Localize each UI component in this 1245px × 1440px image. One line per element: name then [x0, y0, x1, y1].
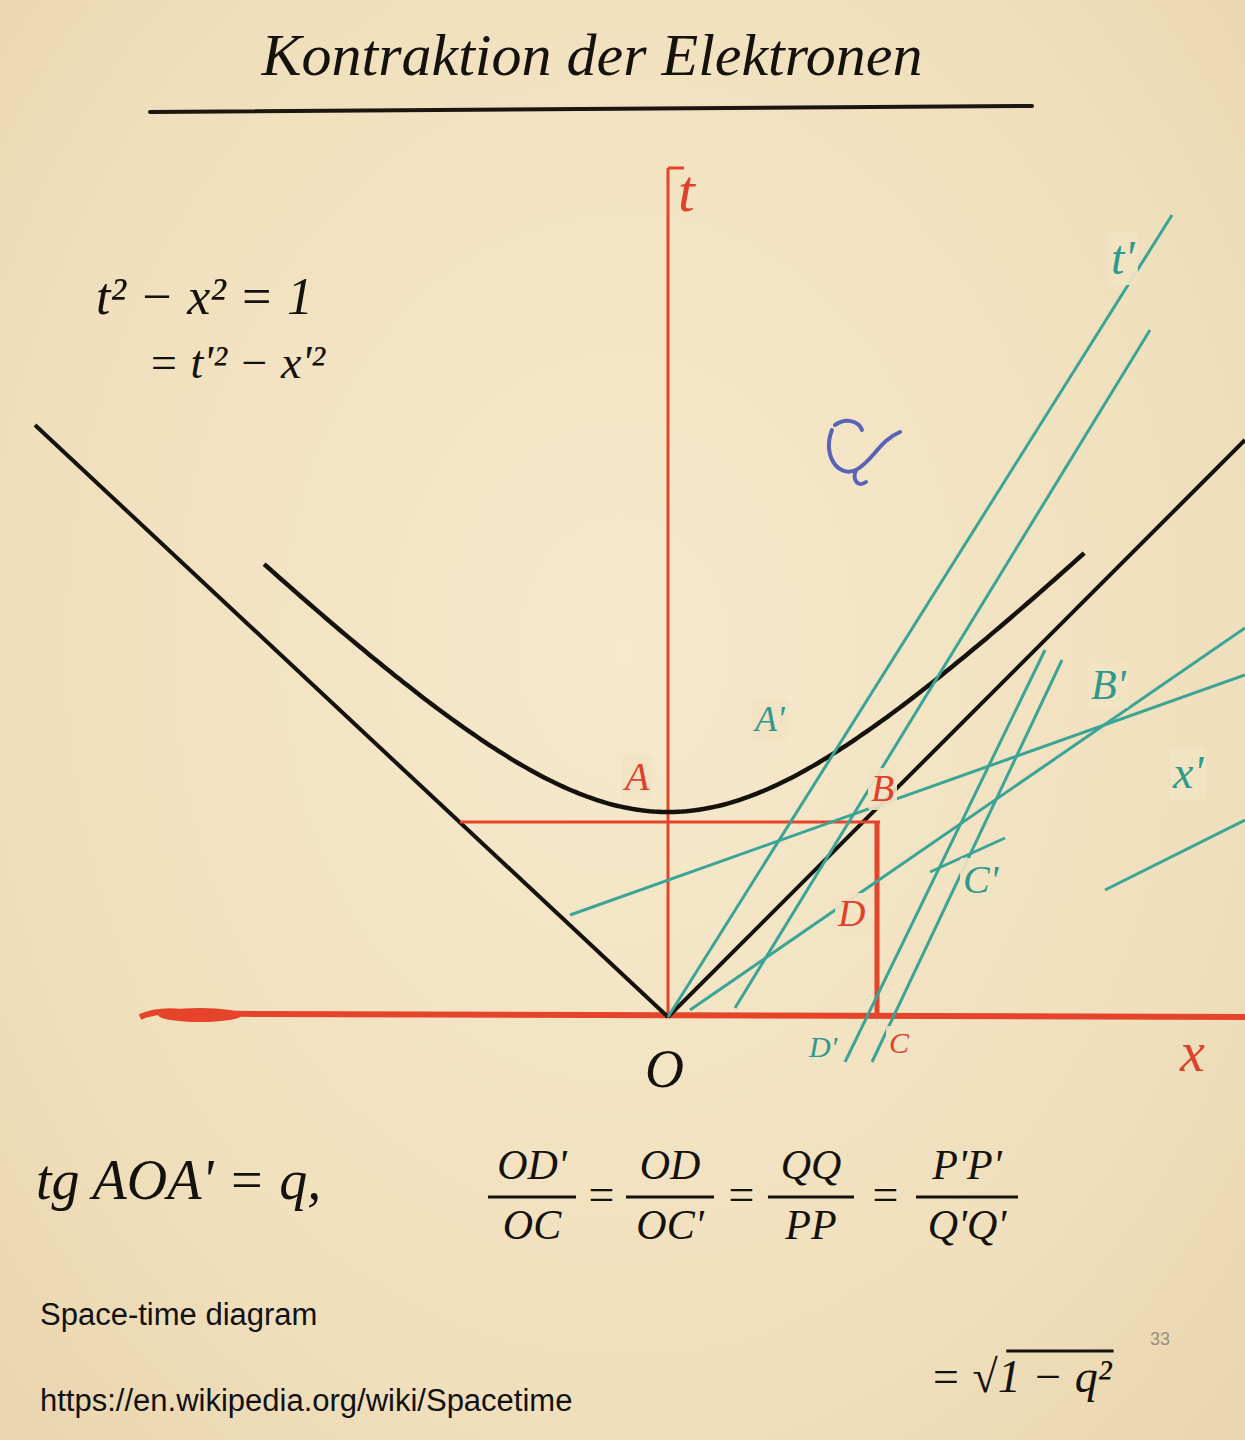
point-label: D [835, 893, 868, 935]
world-line [872, 660, 1062, 1062]
fraction-denominator: OC [503, 1202, 561, 1248]
point-label: D' [806, 1030, 840, 1063]
world-line [735, 330, 1150, 1008]
fraction-bar [626, 1196, 714, 1199]
point-label: C [886, 1026, 912, 1059]
formula: = √1 − q² [930, 1352, 1112, 1403]
construction-line [460, 821, 880, 824]
origin-label: O [645, 1040, 684, 1099]
construction-line [875, 822, 880, 1017]
point-label: B' [1088, 662, 1129, 708]
equation: = t'² − x'² [148, 338, 325, 389]
point-label: A [622, 755, 652, 799]
axis-label: t' [1108, 232, 1138, 285]
world-line [845, 650, 1045, 1062]
x-axis [140, 1011, 1245, 1017]
caption: Space-time diagram [40, 1298, 317, 1332]
light-cone-line [35, 425, 668, 1017]
point-label: C' [960, 858, 1001, 902]
parallel-line [570, 675, 1245, 915]
axis-blot [158, 1008, 242, 1022]
stamp-mark [829, 421, 900, 484]
primed-frame-lines [570, 215, 1245, 1062]
equals-sign: = [725, 1170, 756, 1221]
fraction-numerator: QQ [781, 1142, 842, 1188]
equals-sign: = [869, 1170, 900, 1221]
equals-sign: = [585, 1170, 616, 1221]
fraction-bar [488, 1196, 576, 1199]
fraction-bar [768, 1196, 854, 1199]
x-prime-axis [690, 628, 1245, 1010]
point-label: A' [752, 700, 788, 740]
fraction-denominator: Q'Q' [928, 1202, 1007, 1248]
fraction-numerator: OD [640, 1142, 701, 1188]
title-underline [150, 106, 1032, 112]
parallel-line [1105, 820, 1245, 890]
light-cone-line [668, 440, 1245, 1017]
fraction-bar [916, 1196, 1018, 1199]
axis-label: x' [1170, 748, 1206, 799]
point-label: B [868, 768, 897, 810]
fraction-denominator: OC' [636, 1202, 703, 1248]
axis-label: t [678, 158, 695, 224]
t-prime-axis [668, 215, 1172, 1017]
fraction-numerator: OD' [497, 1142, 567, 1188]
source-url: https://en.wikipedia.org/wiki/Spacetime [40, 1384, 572, 1418]
t-axis [667, 168, 670, 1017]
fraction-denominator: PP [785, 1202, 836, 1248]
hyperbola [264, 553, 1084, 812]
fraction-numerator: P'P' [932, 1142, 1001, 1188]
title: Kontraktion der Elektronen [262, 22, 923, 88]
axis-label: x [1180, 1022, 1205, 1084]
formula: tg AOA' = q, [36, 1150, 321, 1212]
equation: t² − x² = 1 [96, 268, 313, 325]
page-number: 33 [1150, 1330, 1170, 1350]
